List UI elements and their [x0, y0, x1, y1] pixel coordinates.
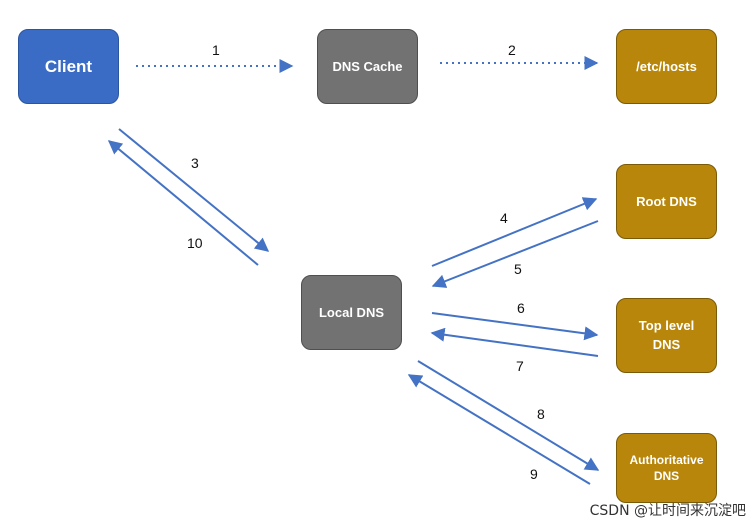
root-dns-node: Root DNS — [616, 164, 717, 239]
arrow-3 — [118, 128, 270, 252]
top-level-dns-node: Top level DNS — [616, 298, 717, 373]
step-label-1: 1 — [212, 42, 220, 58]
arrow-7 — [430, 327, 599, 357]
step-label-7: 7 — [516, 358, 524, 374]
arrow-10 — [107, 140, 259, 266]
local-dns-node: Local DNS — [301, 275, 402, 350]
authoritative-dns-node: Authoritative DNS — [616, 433, 717, 503]
client-node: Client — [18, 29, 119, 104]
arrow-6 — [431, 312, 599, 341]
csdn-watermark: CSDN @让时间来沉淀吧 — [589, 503, 746, 519]
dns-cache-label: DNS Cache — [332, 59, 403, 74]
step-label-9: 9 — [530, 466, 538, 482]
step-label-4: 4 — [500, 210, 508, 226]
dns-cache-node: DNS Cache — [317, 29, 418, 104]
step-label-3: 3 — [191, 155, 199, 171]
client-label: Client — [44, 56, 93, 76]
local-dns-label: Local DNS — [318, 305, 384, 320]
step-label-2: 2 — [508, 42, 516, 58]
arrow-9 — [407, 374, 591, 485]
authoritative-dns-label: Authoritative DNS — [629, 452, 704, 483]
step-label-8: 8 — [537, 406, 545, 422]
step-label-10: 10 — [187, 235, 203, 251]
top-level-dns-label: Top level DNS — [638, 318, 695, 352]
arrow-5 — [431, 220, 599, 288]
arrow-4 — [431, 197, 598, 267]
etc-hosts-node: /etc/hosts — [616, 29, 717, 104]
step-label-6: 6 — [517, 300, 525, 316]
etc-hosts-label: /etc/hosts — [636, 59, 697, 74]
root-dns-label: Root DNS — [636, 194, 697, 209]
arrow-8 — [417, 360, 600, 471]
step-label-5: 5 — [514, 261, 522, 277]
